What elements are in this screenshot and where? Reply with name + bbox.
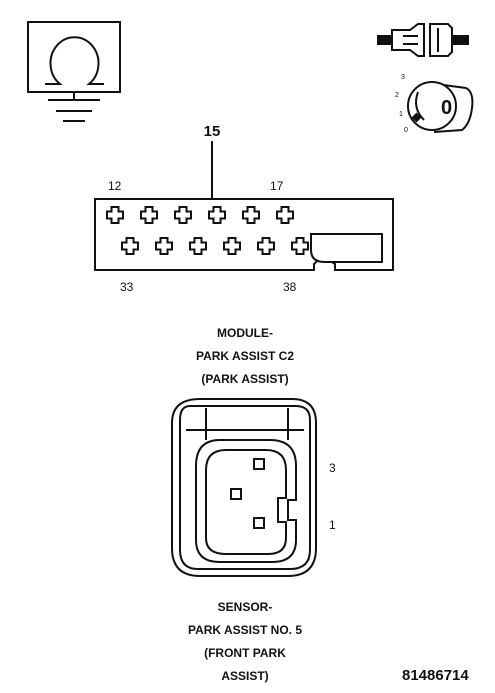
sensor-title-line-4: ASSIST) <box>221 669 268 683</box>
ignition-position-1: 1 <box>399 111 403 118</box>
sensor-pin-label-1: 1 <box>329 518 336 532</box>
callout-pin-label: 15 <box>204 123 221 140</box>
pin-label-38: 38 <box>283 280 297 294</box>
pin-label-33: 33 <box>120 280 134 294</box>
module-connector-latch <box>310 233 383 263</box>
sensor-title-line-1: SENSOR- <box>218 600 273 614</box>
pin-cavity-17 <box>276 206 294 224</box>
sensor-title-line-3: (FRONT PARK <box>204 646 286 660</box>
pin-cavity-33 <box>121 237 139 255</box>
module-title-line-3: (PARK ASSIST) <box>201 372 288 386</box>
ignition-display: 0 <box>441 97 452 119</box>
sensor-pin-2 <box>230 488 242 500</box>
module-connector: 15 12 17 33 38 MODULE- PARK ASSIST C2 (P… <box>94 123 394 386</box>
pin-label-12: 12 <box>108 179 122 193</box>
sensor-pin-label-3: 3 <box>329 461 336 475</box>
sensor-pin-1 <box>253 517 265 529</box>
ignition-key-icon: 0 3 2 1 0 <box>395 74 474 134</box>
pin-cavity-13 <box>140 206 158 224</box>
module-title-line-1: MODULE- <box>217 326 273 340</box>
sensor-connector-face <box>195 439 297 563</box>
pin-label-17: 17 <box>270 179 284 193</box>
pin-row-bottom <box>121 237 309 255</box>
ohmmeter-icon <box>27 21 121 122</box>
pin-cavity-35 <box>189 237 207 255</box>
pin-cavity-12 <box>106 206 124 224</box>
pin-cavity-37 <box>257 237 275 255</box>
pin-row-top <box>106 206 294 224</box>
pin-cavity-16 <box>242 206 260 224</box>
ignition-position-3: 3 <box>401 74 405 81</box>
sensor-title-line-2: PARK ASSIST NO. 5 <box>188 623 302 637</box>
document-number: 81486714 <box>402 667 469 684</box>
pin-cavity-36 <box>223 237 241 255</box>
sensor-connector <box>171 398 317 577</box>
module-title-line-2: PARK ASSIST C2 <box>196 349 294 363</box>
ignition-position-0: 0 <box>404 127 408 134</box>
sensor-pin-3 <box>253 458 265 470</box>
pin-cavity-15 <box>208 206 226 224</box>
pin-cavity-34 <box>155 237 173 255</box>
pin-cavity-14 <box>174 206 192 224</box>
pin-cavity-38 <box>291 237 309 255</box>
connector-disconnect-icon <box>377 23 469 57</box>
ignition-position-2: 2 <box>395 92 399 99</box>
